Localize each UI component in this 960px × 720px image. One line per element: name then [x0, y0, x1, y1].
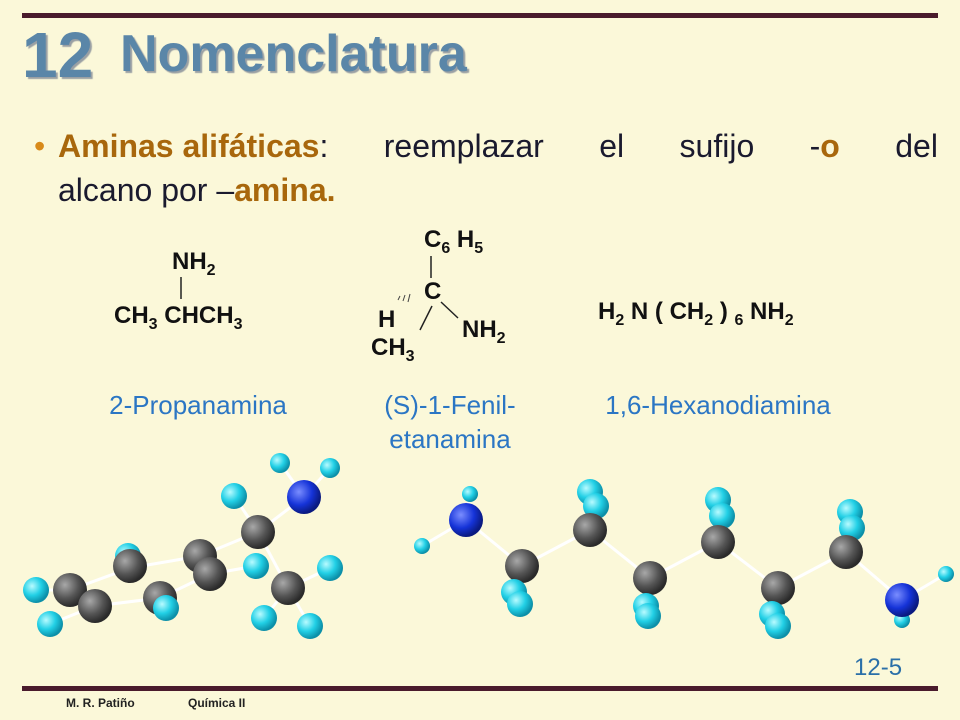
bullet-word: sufijo — [679, 128, 755, 164]
bullet-line2-text: alcano por – — [58, 172, 235, 208]
propanamina-nh2: NH2 — [172, 248, 216, 279]
fenil-center-carbon: C — [424, 278, 442, 305]
bullet-suffix: o — [820, 128, 840, 164]
hexano-formula: H2 N ( CH2 ) 6 NH2 — [598, 298, 794, 329]
slide-title: Nomenclatura — [120, 25, 467, 83]
bullet-dot-icon: • — [34, 128, 46, 164]
bullet-line-2: alcano por –amina. — [58, 168, 336, 212]
bullet-line-1: Aminas alifáticas: reemplazar el sufijo … — [58, 124, 938, 168]
name-hexanodiamina: 1,6-Hexanodiamina — [605, 390, 831, 420]
footer-author: M. R. Patiño — [66, 696, 135, 710]
bottom-rule — [22, 686, 938, 691]
hexanodiamina-model — [421, 492, 947, 626]
fenil-ch3: CH3 — [371, 334, 415, 365]
name-propanamina: 2-Propanamina — [109, 390, 287, 420]
name-fenil-line2: etanamina — [389, 424, 511, 454]
fenil-hydrogen: H — [378, 306, 396, 333]
bullet-term: Aminas alifáticas — [58, 128, 320, 164]
slide-number: 12 — [22, 19, 94, 91]
bullet-line2-highlight: amina. — [234, 172, 336, 208]
footer-course: Química II — [188, 696, 246, 710]
bullet-dash: - — [809, 128, 821, 164]
name-fenil-line1: (S)-1-Fenil- — [384, 390, 516, 420]
page-number: 12-5 — [854, 654, 903, 681]
top-rule — [22, 13, 938, 18]
fenil-etanamina-atoms — [23, 453, 343, 639]
fenil-c6h5: C6 H5 — [424, 226, 484, 257]
bullet-word: el — [599, 128, 625, 164]
propanamina-chain: CH3 CHCH3 — [114, 302, 243, 333]
bullet-word: reemplazar — [383, 128, 544, 164]
bullet-colon: : — [319, 128, 329, 164]
bullet-word: del — [895, 128, 938, 164]
hexanodiamina-atoms — [414, 479, 954, 639]
fenil-nh2: NH2 — [462, 316, 506, 347]
